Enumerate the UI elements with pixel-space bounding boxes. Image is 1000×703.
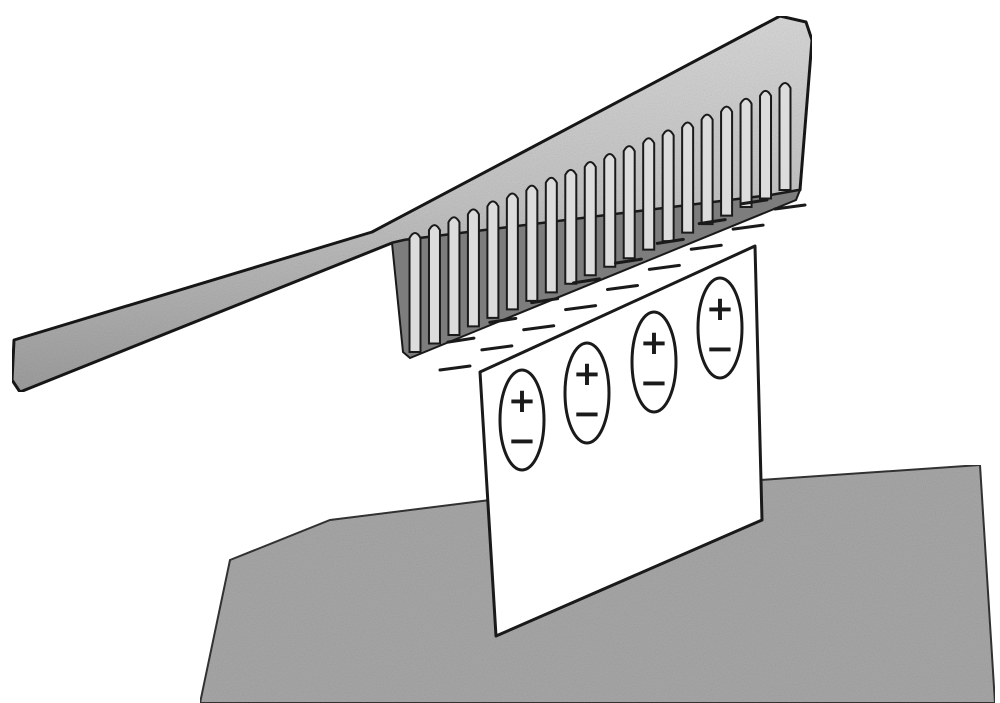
- comb-tooth: [585, 162, 596, 275]
- comb-tooth: [487, 201, 498, 317]
- comb-tooth: [663, 130, 674, 241]
- comb-tooth: [780, 83, 791, 190]
- comb-tooth: [702, 115, 713, 225]
- comb-tooth: [410, 233, 421, 352]
- comb-tooth: [526, 186, 537, 301]
- comb-negative-charge: [733, 225, 763, 229]
- comb-tooth: [604, 154, 615, 267]
- comb-tooth: [682, 122, 693, 232]
- comb-negative-charge: [649, 265, 679, 269]
- paper-dipole: +−: [565, 343, 609, 443]
- comb-tooth: [643, 138, 654, 249]
- comb-negative-charge: [691, 245, 721, 249]
- comb-negative-charge: [440, 366, 470, 370]
- comb-tooth: [546, 178, 557, 293]
- comb-tooth: [448, 217, 459, 335]
- comb-negative-charge: [608, 286, 638, 290]
- comb-tooth: [721, 107, 732, 216]
- paper-dipole: +−: [632, 312, 676, 412]
- comb-tooth: [429, 225, 440, 343]
- dipole-negative-sign: −: [508, 421, 537, 461]
- comb-negative-charge: [482, 346, 512, 350]
- comb-tooth: [468, 209, 479, 326]
- dipole-positive-sign: +: [573, 354, 602, 394]
- paper-dipole: +−: [500, 370, 544, 470]
- comb-negative-charge: [524, 326, 554, 330]
- comb-tooth: [760, 91, 771, 199]
- comb-tooth: [624, 146, 635, 258]
- comb-negative-charge: [566, 306, 596, 310]
- comb-tooth: [741, 99, 752, 207]
- dipole-positive-sign: +: [508, 381, 537, 421]
- comb-tooth: [507, 194, 518, 310]
- dipole-negative-sign: −: [706, 329, 735, 369]
- dipole-negative-sign: −: [640, 363, 669, 403]
- paper-dipole: +−: [698, 278, 742, 378]
- comb-tooth: [565, 170, 576, 284]
- dipole-positive-sign: +: [640, 323, 669, 363]
- dipole-positive-sign: +: [706, 289, 735, 329]
- dipole-negative-sign: −: [573, 394, 602, 434]
